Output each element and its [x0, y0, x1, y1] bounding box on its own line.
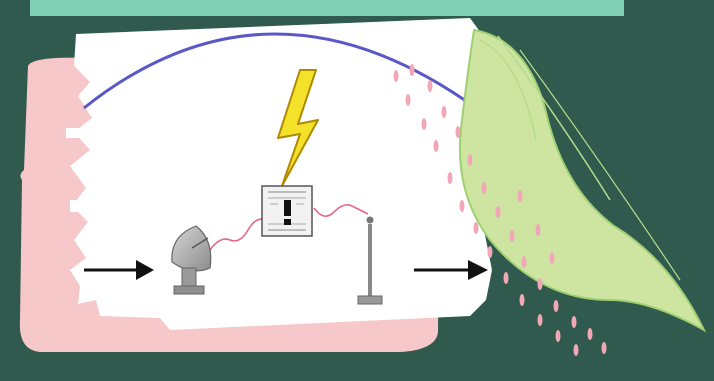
green-leaf-shape [460, 30, 704, 330]
paper-streak [70, 200, 110, 212]
top-accent-bar [30, 0, 624, 16]
white-paper-sheet [70, 18, 492, 330]
warning-box-icon [262, 186, 312, 236]
paper-streak [66, 128, 106, 138]
